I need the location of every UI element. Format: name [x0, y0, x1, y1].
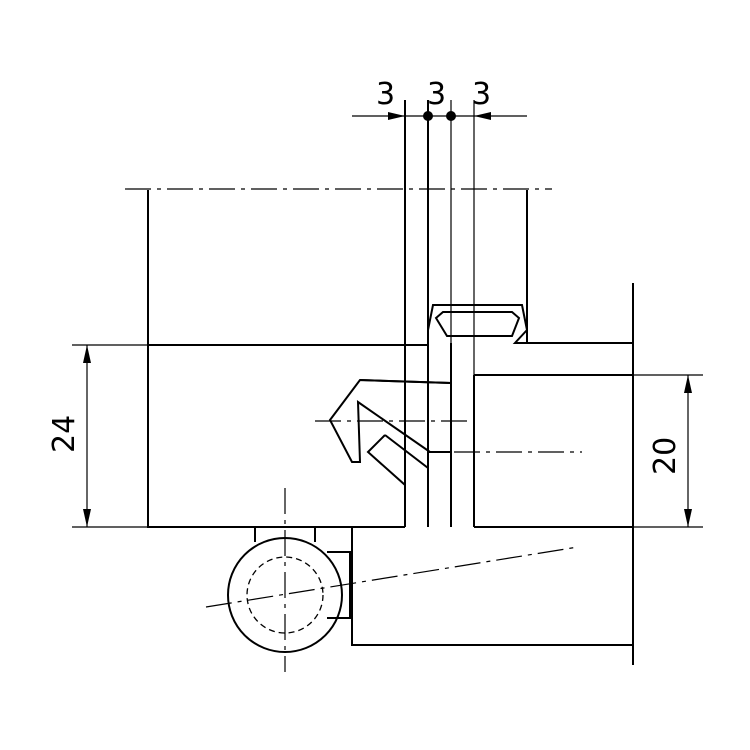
top-dimension-1: 3 — [376, 77, 395, 112]
right-dimension: 20 — [633, 374, 703, 528]
seal-profile — [427, 304, 633, 383]
frame-body — [147, 190, 528, 528]
left-dimension-label: 24 — [47, 415, 82, 453]
clamp-body — [328, 378, 452, 527]
slot-lines — [404, 100, 475, 527]
top-dimension-2: 3 — [427, 77, 446, 112]
slot-block — [405, 344, 429, 383]
top-dimension-3: 3 — [472, 77, 491, 112]
right-frame — [474, 283, 634, 665]
top-dimension-chain: 3 3 3 — [352, 77, 527, 121]
knuckle-diagonal-centerline — [205, 546, 579, 608]
right-dimension-label: 20 — [648, 437, 683, 475]
left-dimension: 24 — [47, 344, 148, 528]
lower-leaf — [254, 527, 633, 646]
